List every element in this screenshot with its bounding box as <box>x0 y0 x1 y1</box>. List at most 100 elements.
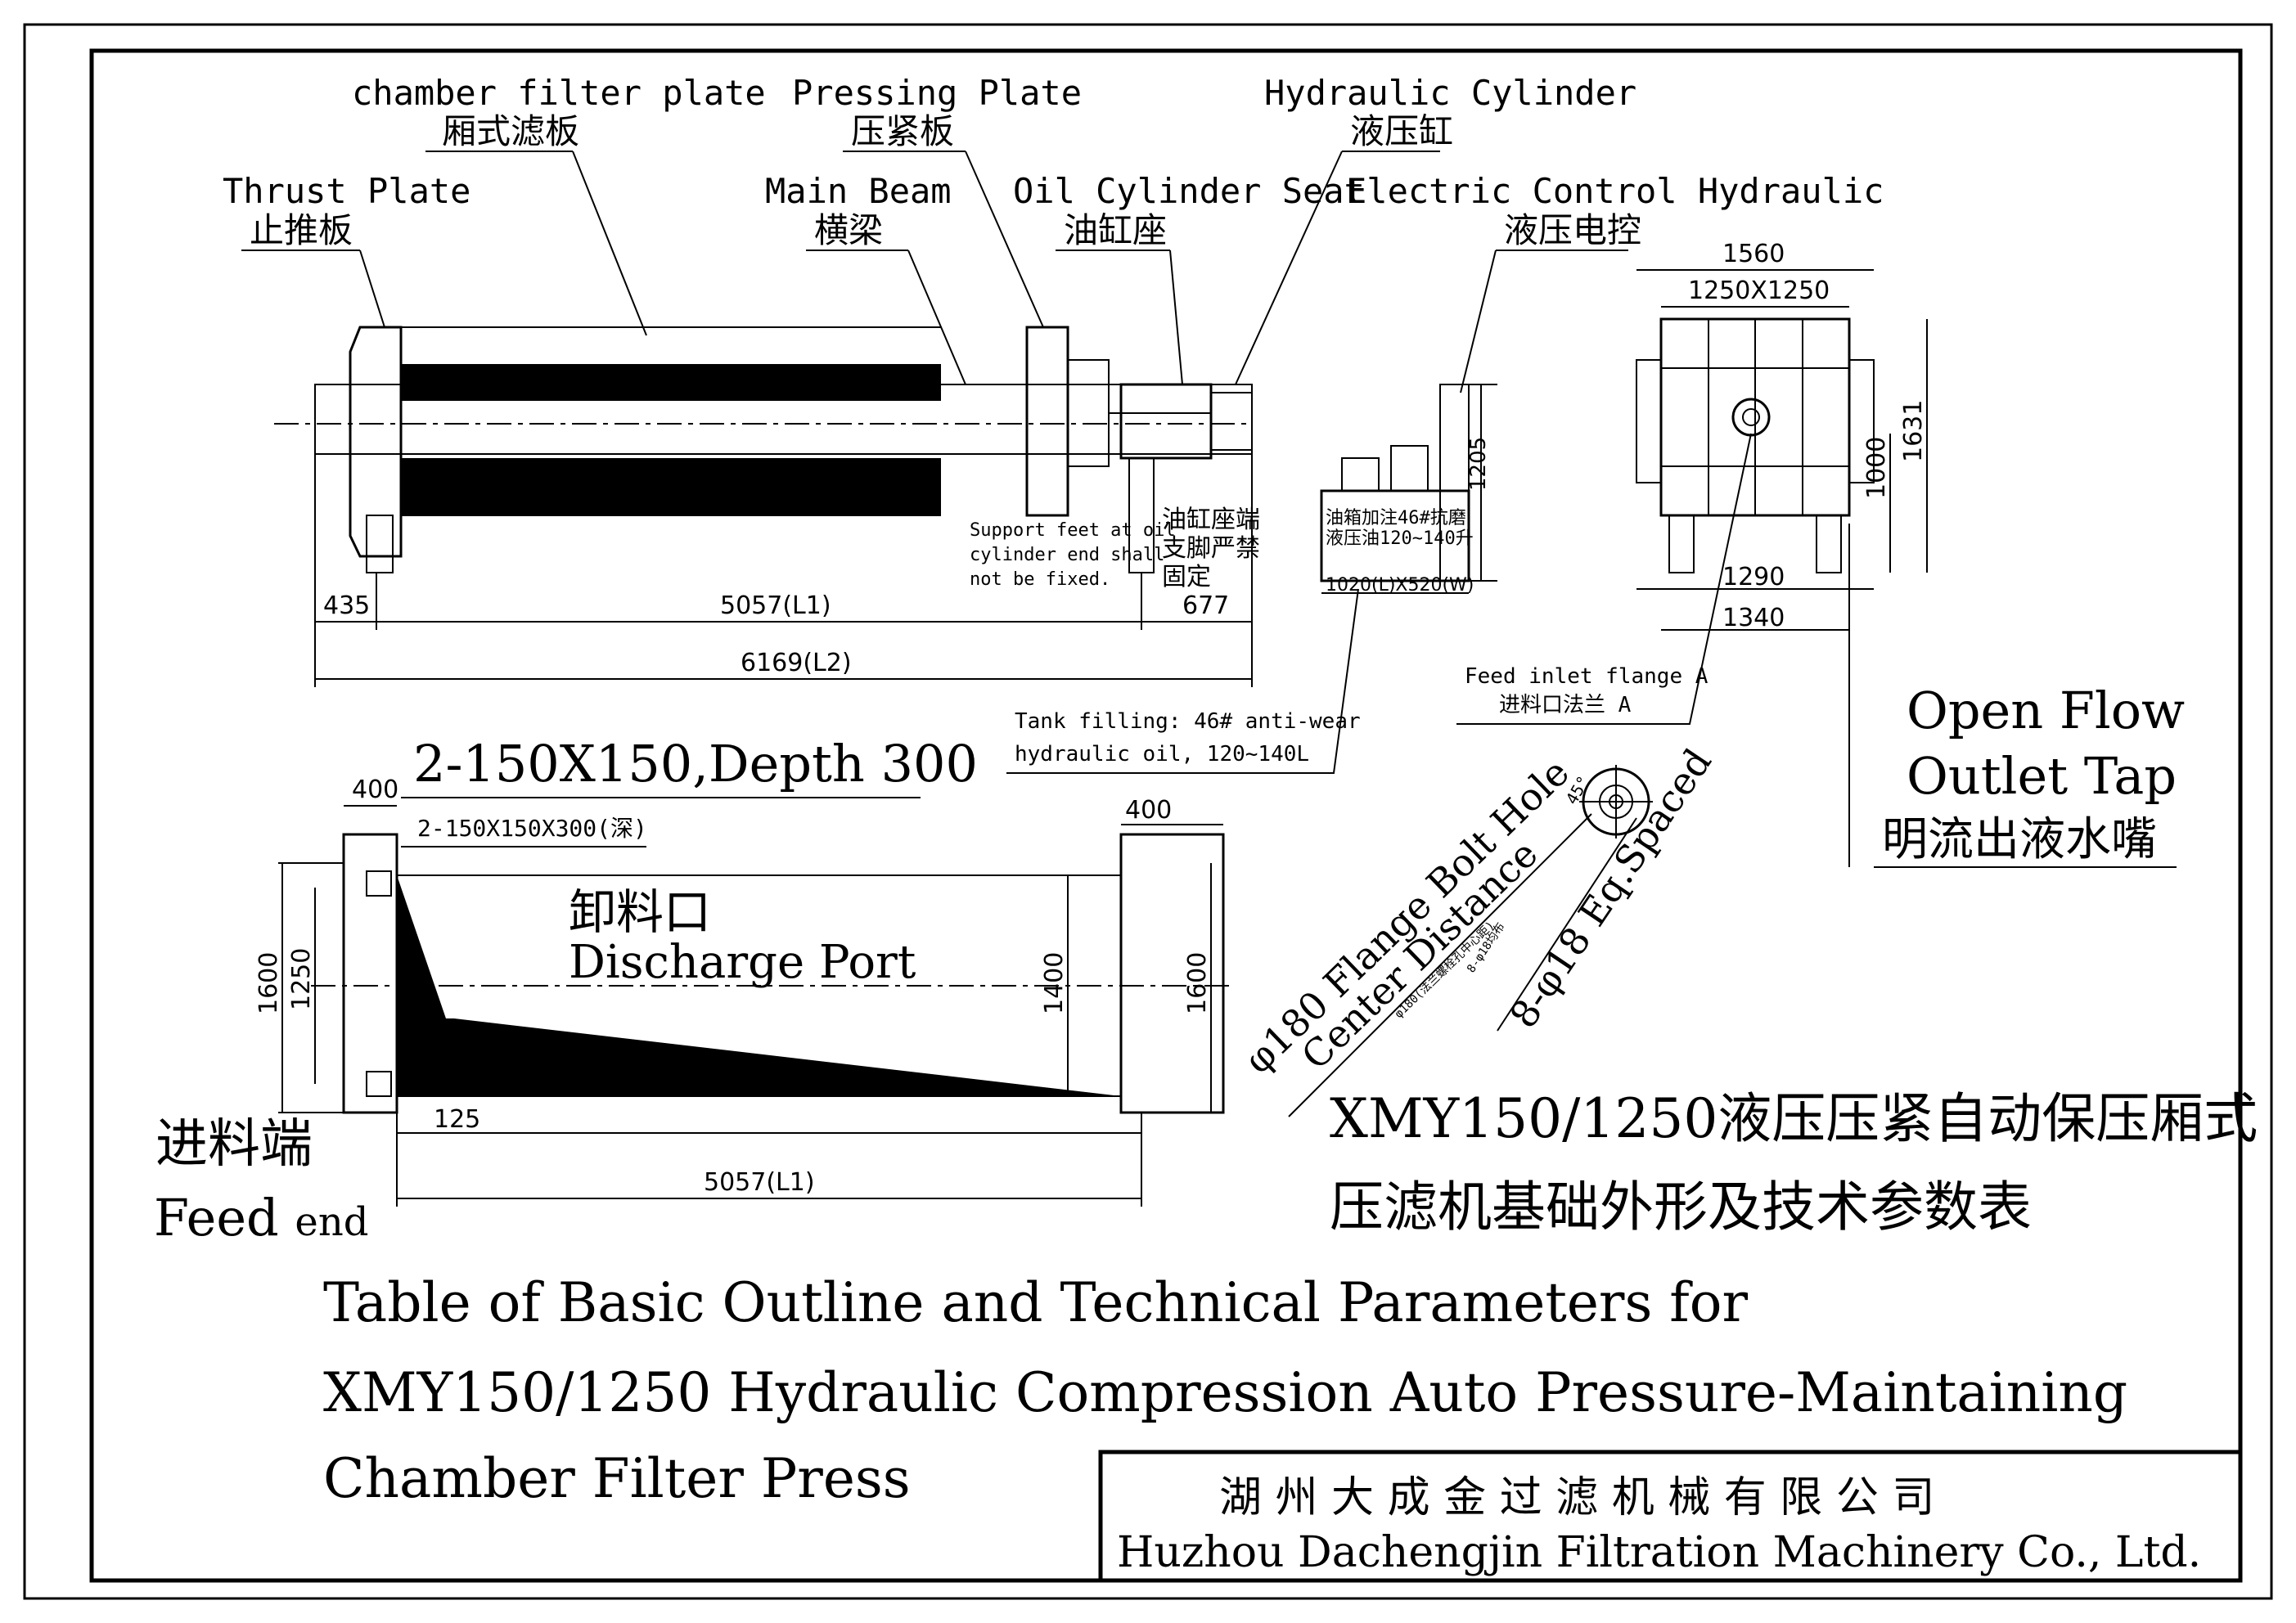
dim-1205: 1205 <box>1466 437 1491 491</box>
label-oil-seat-cn: 油缸座 <box>1064 210 1167 250</box>
flange-detail <box>1288 765 1653 1117</box>
discharge-en: Discharge Port <box>569 936 916 989</box>
pad-right <box>1119 833 1225 1114</box>
end-view <box>1636 269 1928 631</box>
dim-tank-size: 1020(L)X520(W) <box>1326 575 1474 596</box>
leader-oil-seat <box>1169 250 1183 385</box>
tank-en-2: hydraulic oil, 120~140L <box>1015 742 1309 767</box>
title-en-2: XMY150/1250 Hydraulic Compression Auto P… <box>323 1361 2127 1424</box>
title-cn-1: XMY150/1250液压压紧自动保压厢式 <box>1330 1087 2258 1150</box>
dim-1250x1250: 1250X1250 <box>1688 276 1830 305</box>
label-cylinder-cn: 液压缸 <box>1350 111 1453 151</box>
discharge-cn: 卸料口 <box>569 884 711 940</box>
label-thrust-cn: 止推板 <box>250 210 353 250</box>
pit-spec-small: 2-150X150X300(深) <box>417 815 647 842</box>
dim-1600-left: 1600 <box>254 952 283 1014</box>
dim-125: 125 <box>434 1105 480 1134</box>
dim-5057-plan: 5057(L1) <box>704 1168 815 1197</box>
open-flow-2: Outlet Tap <box>1907 746 2177 806</box>
label-cylinder-en: Hydraulic Cylinder <box>1264 73 1636 113</box>
label-pressing-plate-cn: 压紧板 <box>851 111 954 151</box>
tank-cn-2: 液压油120~140升 <box>1326 528 1474 549</box>
cylinder-seat-shape <box>1119 383 1213 460</box>
open-flow-1: Open Flow <box>1907 681 2185 740</box>
dim-677: 677 <box>1182 591 1229 620</box>
thrust-foot <box>366 515 394 573</box>
support-feet-cn-1: 油缸座端 <box>1162 506 1260 534</box>
label-main-beam-en: Main Beam <box>765 171 952 211</box>
support-feet-cn-3: 固定 <box>1162 563 1211 591</box>
dim-400-left: 400 <box>352 776 398 804</box>
leader-feed-inlet <box>1456 433 1752 725</box>
title-cn-2: 压滤机基础外形及技术参数表 <box>1330 1176 2032 1239</box>
dim-5057: 5057(L1) <box>720 591 831 620</box>
dim-1631: 1631 <box>1899 400 1928 462</box>
flange-leader-2 <box>1497 817 1637 1032</box>
leader-cylinder <box>1235 151 1343 385</box>
pit-slope-lower <box>397 1018 1121 1096</box>
plate-pack-upper <box>401 364 941 401</box>
feed-inlet-circle <box>1731 398 1771 437</box>
dim-1600-right: 1600 <box>1183 952 1212 1014</box>
end-leg-right <box>1816 515 1842 573</box>
feed-end-en-end: end <box>295 1199 368 1245</box>
pit-spec-big: 2-150X150,Depth 300 <box>413 734 978 794</box>
title-en-1: Table of Basic Outline and Technical Par… <box>323 1271 1748 1334</box>
label-electric-cn: 液压电控 <box>1504 210 1641 250</box>
company-en: Huzhou Dachengjin Filtration Machinery C… <box>1117 1528 2201 1577</box>
label-thrust-en: Thrust Plate <box>223 171 470 211</box>
dim-1250: 1250 <box>287 948 316 1010</box>
label-electric-en: Electric Control Hydraulic <box>1346 171 1884 211</box>
leader-main-beam <box>907 250 966 385</box>
leader-pressing <box>965 151 1044 328</box>
dim-1000: 1000 <box>1862 437 1891 499</box>
control-box <box>1439 384 1470 582</box>
side-view <box>274 326 1253 573</box>
motor <box>1390 445 1429 492</box>
flange-leader-1 <box>1288 813 1592 1117</box>
dim-1340: 1340 <box>1722 604 1785 632</box>
hydraulic-station <box>1320 384 1497 594</box>
cylinder-shape <box>1210 392 1253 451</box>
label-pressing-plate-en: Pressing Plate <box>792 73 1082 113</box>
side-dims <box>314 454 1253 687</box>
flange-bolt-2: Center Distance <box>1293 831 1546 1077</box>
label-chamber-plate-en: chamber filter plate <box>352 73 766 113</box>
feed-inlet-en: Feed inlet flange A <box>1465 664 1708 689</box>
outer-frame <box>23 23 2273 1600</box>
pressing-plate-shape <box>1025 326 1069 517</box>
company-block <box>1098 1450 2243 1583</box>
tank-en-1: Tank filling: 46# anti-wear <box>1015 709 1361 734</box>
label-chamber-plate-cn: 厢式滤板 <box>442 111 579 151</box>
company-cn: 湖 州 大 成 金 过 滤 机 械 有 限 公 司 <box>1219 1473 1934 1522</box>
pump-block <box>1341 457 1380 492</box>
feed-end-en-1: Feed end <box>154 1188 368 1248</box>
support-feet-en-2: cylinder end shall <box>970 545 1164 565</box>
dim-1400: 1400 <box>1040 952 1069 1014</box>
foundation-plan <box>278 805 1236 1207</box>
flange-bolt-1: φ180 Flange Bolt Hole <box>1236 750 1578 1082</box>
end-leg-left <box>1668 515 1695 573</box>
feed-end-cn: 进料端 <box>155 1114 313 1175</box>
dim-435: 435 <box>323 591 370 620</box>
leader-tank <box>1006 588 1359 774</box>
dim-6169: 6169(L2) <box>741 649 852 677</box>
dim-400-right: 400 <box>1125 796 1172 825</box>
dim-1290: 1290 <box>1722 563 1785 591</box>
support-feet-en-3: not be fixed. <box>970 569 1110 590</box>
plate-pack-lower <box>401 458 941 515</box>
feed-end-en-word: Feed <box>154 1188 295 1248</box>
leader-chamber <box>572 151 647 336</box>
label-oil-seat-en: Oil Cylinder Seat <box>1013 171 1365 211</box>
tank-cn-1: 油箱加注46#抗磨 <box>1326 508 1466 528</box>
label-main-beam-cn: 横梁 <box>814 210 883 250</box>
leader-electric <box>1460 250 1497 393</box>
support-feet-en-1: Support feet at oil <box>970 520 1176 541</box>
feed-inlet-cn: 进料口法兰 A <box>1499 693 1632 717</box>
title-en-3: Chamber Filter Press <box>323 1447 911 1510</box>
support-feet-cn-2: 支脚严禁 <box>1162 534 1260 563</box>
pit-slope-upper <box>397 875 446 1018</box>
dim-1560: 1560 <box>1722 240 1785 268</box>
leader-thrust <box>359 250 385 328</box>
